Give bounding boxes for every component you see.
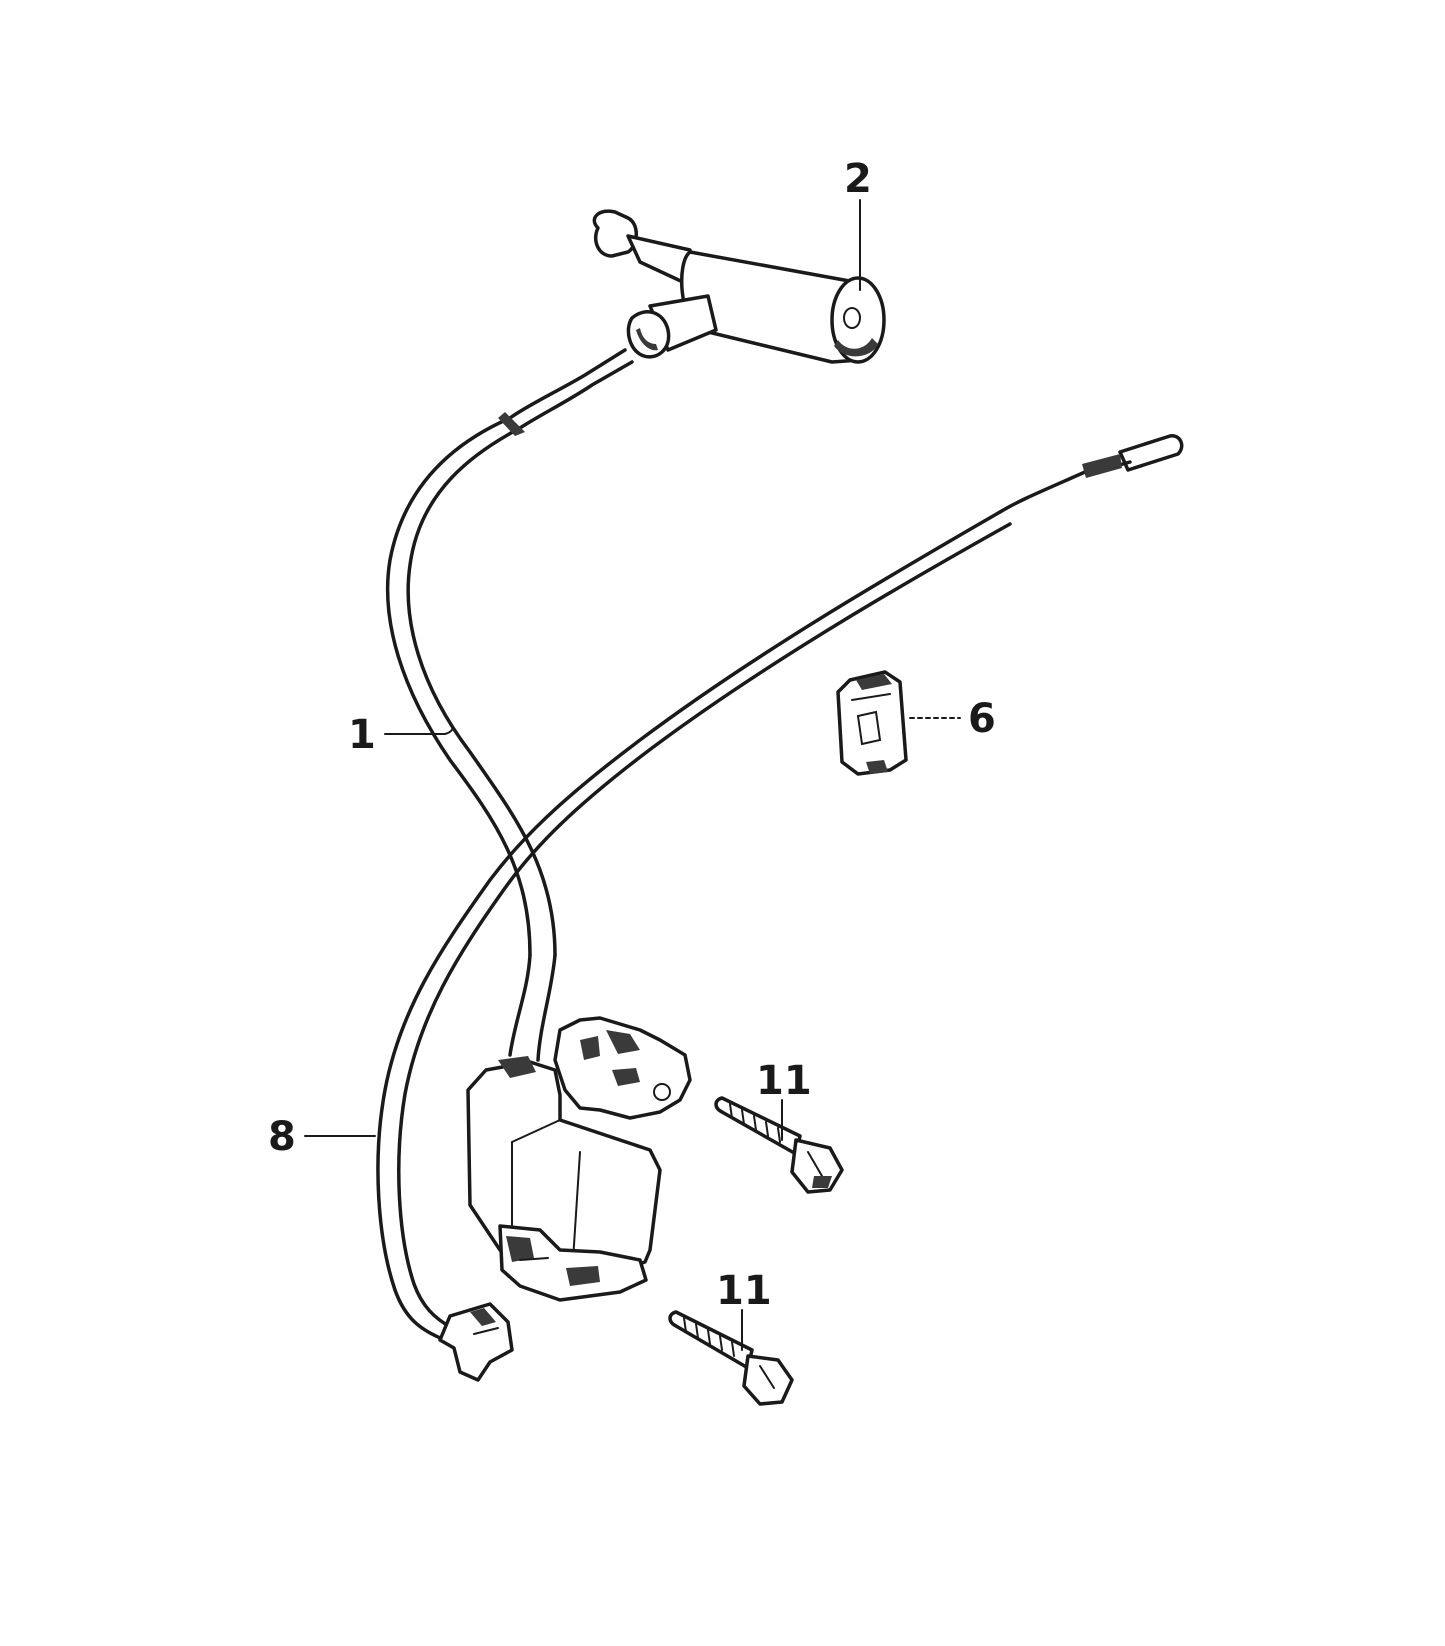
callout-11-upper: 11 bbox=[756, 1058, 812, 1104]
callout-2: 2 bbox=[844, 156, 872, 202]
callout-1: 1 bbox=[348, 712, 376, 758]
callout-8: 8 bbox=[268, 1114, 296, 1160]
connector-clip bbox=[836, 670, 908, 776]
callout-6: 6 bbox=[968, 696, 996, 742]
callout-11-lower: 11 bbox=[716, 1268, 772, 1314]
high-tension-cable bbox=[385, 348, 634, 1062]
callouts: 2 1 6 8 11 11 bbox=[268, 156, 996, 1314]
spark-plug-cap bbox=[592, 209, 886, 364]
stop-switch-wire bbox=[376, 434, 1184, 1382]
mounting-bolt-lower bbox=[668, 1310, 794, 1406]
ignition-coil bbox=[466, 1016, 692, 1302]
leader-line-1 bbox=[384, 723, 454, 735]
mounting-bolt-upper bbox=[714, 1096, 844, 1194]
leader-lines bbox=[304, 199, 961, 1351]
